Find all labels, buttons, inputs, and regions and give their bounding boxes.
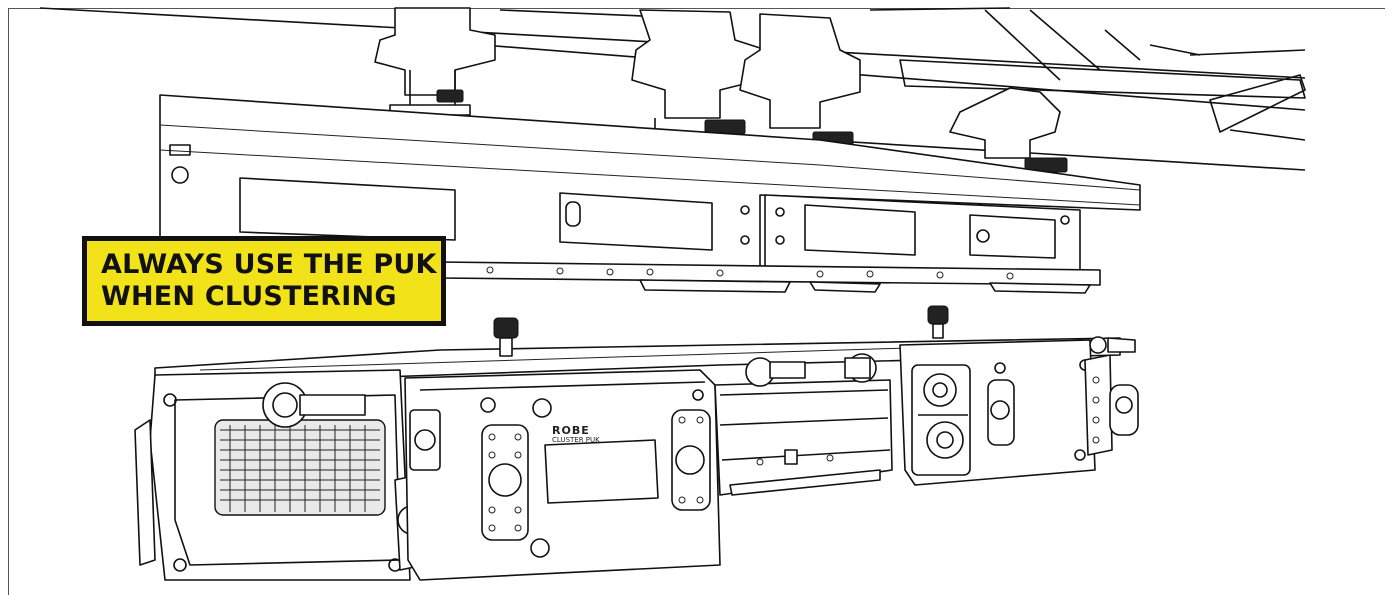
clamp-1 <box>374 7 496 116</box>
clamp-4 <box>949 87 1068 173</box>
upper-fixture <box>159 94 1141 294</box>
callout-line-1: ALWAYS USE THE PUK <box>101 249 437 280</box>
clamp-3 <box>739 13 861 147</box>
frame-border <box>8 8 1385 595</box>
device-model-label: CLUSTER PUK <box>552 436 600 444</box>
clamp-2 <box>631 9 761 141</box>
device-brand-label: ROBE <box>552 424 590 437</box>
lower-fixture <box>134 305 1139 581</box>
vent-grille <box>220 425 380 512</box>
warning-callout: ALWAYS USE THE PUK WHEN CLUSTERING <box>82 236 446 326</box>
callout-line-2: WHEN CLUSTERING <box>101 281 397 312</box>
